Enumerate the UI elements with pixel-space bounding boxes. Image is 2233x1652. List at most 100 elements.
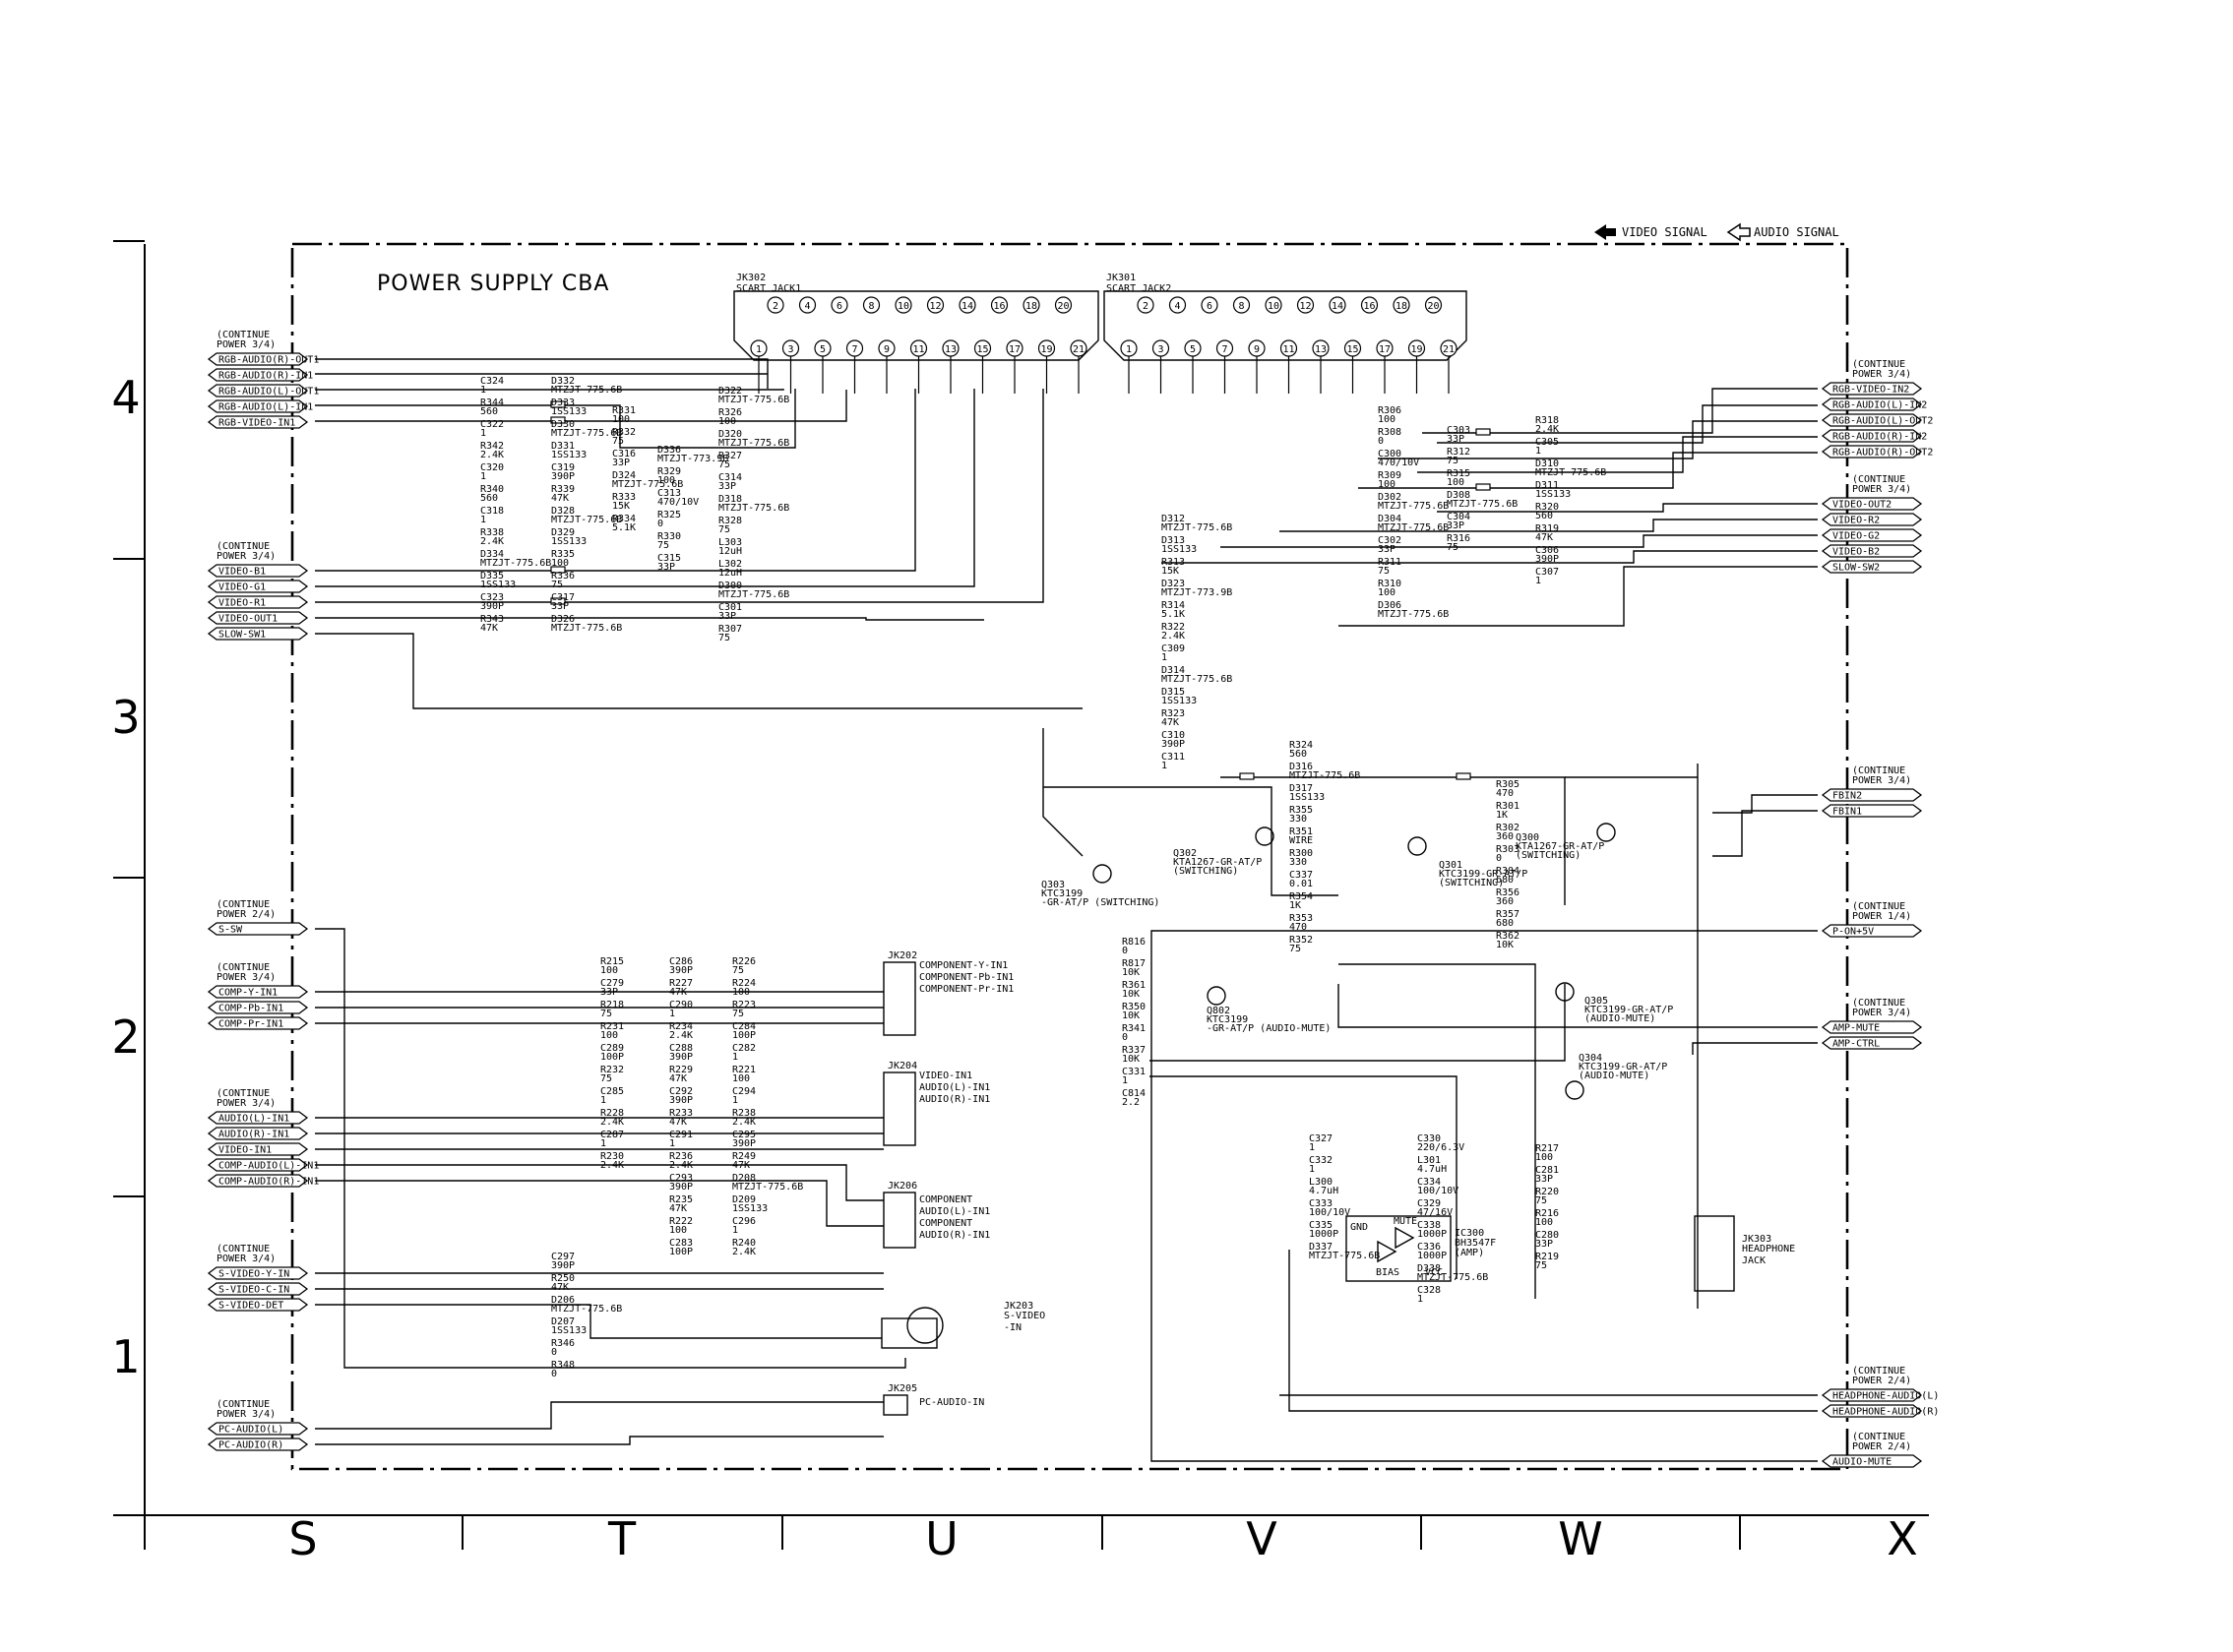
- component-ref: C283: [669, 1238, 693, 1249]
- component-value: 100: [551, 558, 569, 569]
- scart-pin: [895, 296, 912, 314]
- component-ref: C332: [1309, 1155, 1333, 1166]
- scart-pin-number: 5: [1190, 344, 1196, 355]
- signal-flag: [207, 627, 309, 641]
- component-ref: R222: [669, 1216, 693, 1227]
- component-ref: D322: [718, 386, 742, 397]
- component-ref: R219: [1535, 1252, 1559, 1262]
- signal-flag-label: COMP-Y-IN1: [218, 988, 278, 999]
- grid-col-label: X: [1887, 1512, 1918, 1565]
- component-value: 100P: [669, 1247, 693, 1257]
- scart-pin: [990, 296, 1009, 314]
- component-ref: C328: [1417, 1285, 1441, 1296]
- component-value: 75: [1535, 1195, 1547, 1206]
- component-value: 33P: [600, 987, 618, 998]
- component-ref: R238: [732, 1108, 756, 1119]
- connector-label: AUDIO(R)-IN1: [919, 1094, 990, 1105]
- component-ref: D333: [551, 398, 575, 408]
- component-ref: C280: [1535, 1230, 1559, 1241]
- component-value: 1: [480, 515, 486, 525]
- component-ref: C291: [669, 1130, 693, 1140]
- component-value: 75: [718, 459, 730, 470]
- component-ref: C290: [669, 1000, 693, 1010]
- scart-pin-number: 15: [976, 344, 988, 355]
- component-value: 75: [600, 1009, 612, 1019]
- component-ref: R250: [551, 1273, 575, 1284]
- continue-note: (CONTINUE: [1852, 1366, 1905, 1377]
- component-value: 1: [732, 1095, 738, 1106]
- signal-flag: [207, 352, 309, 366]
- component-ref: R817: [1122, 958, 1146, 969]
- signal-flag-label: AUDIO(L)-IN1: [218, 1114, 289, 1125]
- component-value: 47/16V: [1417, 1207, 1453, 1218]
- component-ref: R327: [718, 451, 742, 461]
- continue-note: POWER 1/4): [1852, 911, 1911, 922]
- component-ref: C316: [612, 449, 636, 459]
- component-ref: C324: [480, 376, 504, 387]
- component-value: 390P: [551, 1260, 575, 1271]
- signal-flag-label: COMP-Pr-IN1: [218, 1019, 283, 1030]
- signal-flag-label: VIDEO-G1: [218, 582, 266, 593]
- continue-note: (CONTINUE: [1852, 359, 1905, 370]
- component-value: 12uH: [718, 546, 742, 557]
- continue-note: POWER 3/4): [1852, 1008, 1911, 1018]
- connector-ref: JK303: [1742, 1234, 1771, 1245]
- component-ref: D310: [1535, 459, 1559, 469]
- component-value: 360: [1496, 896, 1514, 907]
- component-value: 1000P: [1309, 1229, 1338, 1240]
- component-ref: C322: [480, 419, 504, 430]
- scart-pin: [1265, 296, 1282, 314]
- component-value: 100: [732, 1073, 750, 1084]
- component-ref: R333: [612, 492, 636, 503]
- component-ref: R233: [669, 1108, 693, 1119]
- signal-flag: [207, 1298, 309, 1312]
- component-ref: D314: [1161, 665, 1185, 676]
- legend-video: VIDEO SIGNAL: [1622, 225, 1707, 239]
- component-value: 33P: [1447, 434, 1464, 445]
- signal-flag: [1821, 544, 1923, 558]
- component-value: 33P: [718, 611, 736, 622]
- component-ref: R353: [1289, 913, 1313, 924]
- component-ref: D337: [1309, 1242, 1333, 1253]
- scart-pin-number: 6: [837, 301, 842, 312]
- component-ref: D209: [732, 1194, 756, 1205]
- component-value: 390P: [551, 471, 575, 482]
- component-ref: R816: [1122, 937, 1146, 948]
- audio-signal-arrow-icon: [1726, 222, 1751, 242]
- continue-note: POWER 3/4): [1852, 369, 1911, 380]
- signal-legend: VIDEO SIGNAL AUDIO SIGNAL: [1594, 222, 1839, 242]
- component-ref: R325: [657, 510, 681, 520]
- scart-pin-number: 4: [1174, 301, 1180, 312]
- component-ref: D323: [1161, 579, 1185, 589]
- component-value: MTZJT-775.6B: [1289, 770, 1360, 781]
- scart-pin-number: 7: [851, 344, 857, 355]
- component-value: 33P: [1447, 520, 1464, 531]
- scart-pin-number: 19: [1410, 344, 1422, 355]
- component-value: MTZJT-773.9B: [657, 454, 728, 464]
- continue-note: (CONTINUE: [1852, 765, 1905, 776]
- continue-note: POWER 3/4): [217, 1098, 276, 1109]
- continue-note: POWER 2/4): [217, 909, 276, 920]
- component-value: 33P: [718, 481, 736, 492]
- signal-flag: [207, 611, 309, 625]
- scart-pin-number: 13: [1315, 344, 1327, 355]
- ic-note: (AMP): [1455, 1248, 1484, 1258]
- component-value: 100: [600, 965, 618, 976]
- transistor-note: (SWITCHING): [1516, 850, 1581, 861]
- component-ref: C293: [669, 1173, 693, 1184]
- signal-flag: [1821, 497, 1923, 511]
- signal-flag-label: RGB-AUDIO(L)-IN1: [218, 402, 313, 413]
- signal-flag: [207, 368, 309, 382]
- component-value: 220/6.3V: [1417, 1142, 1464, 1153]
- signal-flag: [207, 922, 309, 936]
- component-ref: D308: [1447, 490, 1470, 501]
- component-value: 1: [1161, 652, 1167, 663]
- component-value: 1SS133: [1535, 489, 1571, 500]
- component-value: 1000P: [1417, 1251, 1447, 1261]
- transistor-part: KTC3199-GR-AT/P: [1579, 1062, 1667, 1072]
- component-value: 47K: [551, 1282, 569, 1293]
- component-ref: R305: [1496, 779, 1520, 790]
- component-ref: R230: [600, 1151, 624, 1162]
- component-value: 1SS133: [1161, 544, 1197, 555]
